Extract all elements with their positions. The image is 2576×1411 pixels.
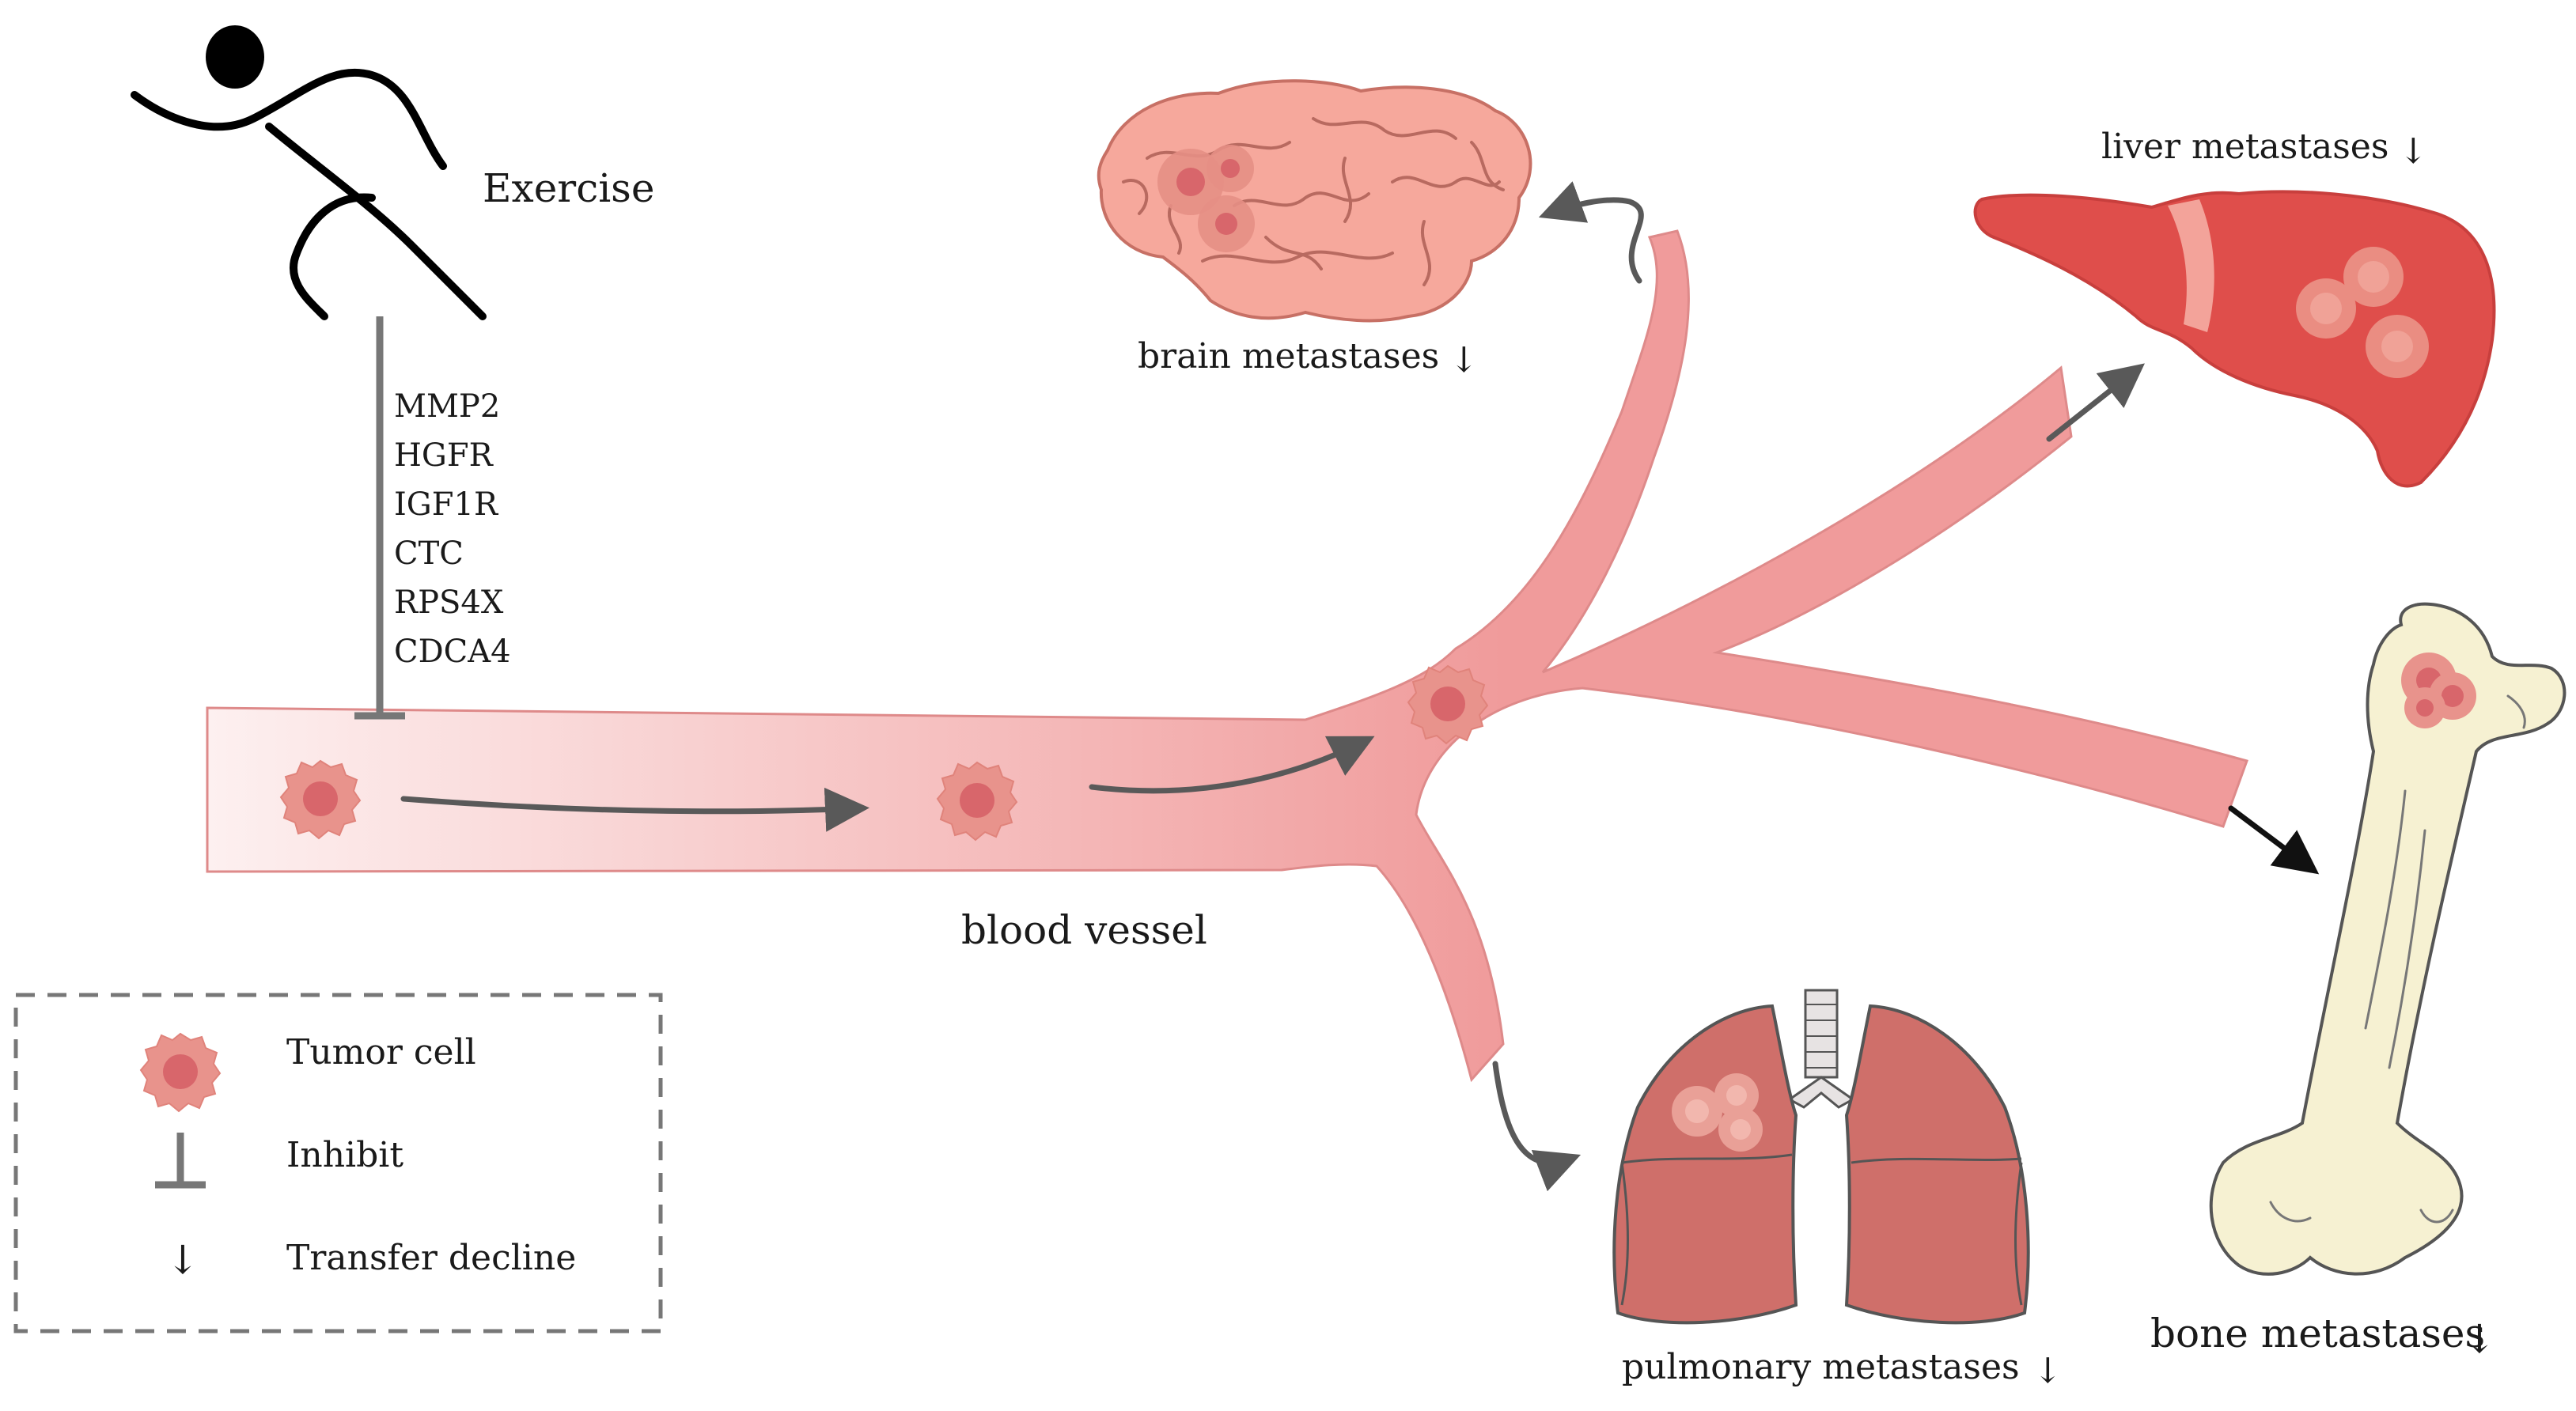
legend-transfer-decline-label: Transfer decline [286, 1238, 576, 1278]
exercise-label: Exercise [483, 165, 654, 211]
legend-box [13, 993, 663, 1333]
bone-arrow [2228, 805, 2320, 875]
bone-illustration [2209, 602, 2567, 1276]
legend-tumor-cell-icon [140, 1033, 221, 1112]
legend-down-arrow-icon: ↓ [166, 1237, 199, 1283]
flow-arrows [400, 181, 2320, 1192]
pulmonary-down-arrow-icon: ↓ [2033, 1351, 2063, 1391]
blood-vessel [206, 229, 2248, 1083]
brain-label: brain metastases [1138, 336, 1439, 376]
bone-down-arrow-icon: ↓ [2463, 1316, 2496, 1362]
factor-item: MMP2 [394, 388, 500, 425]
lung-arrow [1492, 1061, 1582, 1192]
pulmonary-label: pulmonary metastases [1622, 1347, 2020, 1387]
flow-arrow-1 [400, 787, 869, 832]
legend-inhibit-label: Inhibit [286, 1135, 403, 1175]
factor-item: CDCA4 [394, 634, 511, 670]
legend: Tumor cell Inhibit ↓ Transfer decline [13, 993, 663, 1333]
brain-illustration [1097, 79, 1532, 323]
flow-arrow-2 [1089, 736, 1375, 794]
legend-tumor-cell-label: Tumor cell [286, 1032, 476, 1072]
liver-label: liver metastases [2101, 127, 2388, 167]
runner-icon [131, 25, 487, 320]
lungs-illustration [1612, 989, 2030, 1325]
liver-arrow [2046, 363, 2145, 442]
factor-item: IGF1R [394, 486, 499, 523]
factor-item: HGFR [394, 437, 494, 474]
brain-arrow [1538, 181, 1644, 284]
factor-item: RPS4X [394, 584, 504, 621]
inhibit-line [354, 316, 405, 720]
legend-inhibit-icon [155, 1133, 206, 1189]
factor-item: CTC [394, 535, 464, 572]
bone-label: bone metastases [2150, 1311, 2485, 1356]
factor-list: MMP2 HGFR IGF1R CTC RPS4X CDCA4 [394, 388, 511, 670]
liver-illustration [1973, 190, 2496, 488]
brain-down-arrow-icon: ↓ [1449, 340, 1479, 380]
liver-down-arrow-icon: ↓ [2399, 131, 2428, 172]
blood-vessel-label: blood vessel [961, 907, 1207, 953]
